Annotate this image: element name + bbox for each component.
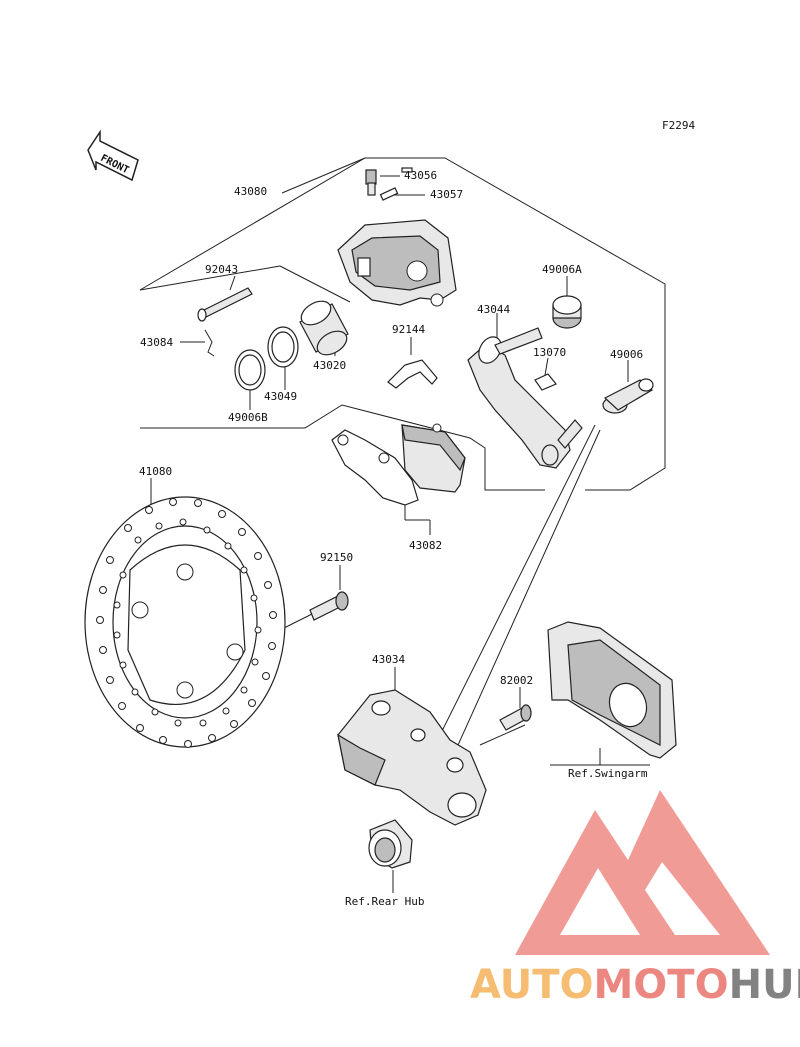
- caliper-body: [337, 219, 457, 307]
- bleeder-cap: [379, 187, 399, 201]
- mounting-bracket: [337, 689, 487, 826]
- watermark-auto: AUTO: [470, 962, 594, 1008]
- bracket-bolt: [499, 704, 532, 731]
- label-43082: 43082: [409, 539, 442, 552]
- label-92144: 92144: [392, 323, 425, 336]
- label-43044: 43044: [477, 303, 510, 316]
- label-ref-swingarm: Ref.Swingarm: [568, 767, 648, 780]
- caliper-pin: [197, 287, 253, 322]
- label-49006A: 49006A: [542, 263, 582, 276]
- disc-bolt: [309, 591, 349, 621]
- label-13070: 13070: [533, 346, 566, 359]
- label-41080: 41080: [139, 465, 172, 478]
- label-43056: 43056: [404, 169, 437, 182]
- label-43020: 43020: [313, 359, 346, 372]
- watermark-hub: HUB: [729, 962, 800, 1008]
- label-82002: 82002: [500, 674, 533, 687]
- svg-text:AUTOMOTOHUB: AUTOMOTOHUB: [470, 962, 800, 1008]
- brake-disc: [84, 496, 286, 748]
- label-92043: 92043: [205, 263, 238, 276]
- front-arrow-icon: FRONT: [87, 129, 139, 182]
- watermark-moto: MOTO: [594, 962, 729, 1008]
- pin-clip: [204, 329, 215, 357]
- watermark-triangle-icon: [515, 790, 770, 955]
- label-43049: 43049: [264, 390, 297, 403]
- label-43084: 43084: [140, 336, 173, 349]
- disc-vent-holes: [96, 498, 277, 748]
- label-ref-rear-hub: Ref.Rear Hub: [345, 895, 424, 908]
- pad-spring: [387, 359, 438, 389]
- label-43057: 43057: [430, 188, 463, 201]
- label-49006B: 49006B: [228, 411, 268, 424]
- label-49006: 49006: [610, 348, 643, 361]
- diagram-code: F2294: [662, 119, 695, 132]
- slide-pin-boot: [602, 378, 654, 414]
- rear-hub-reference: [368, 819, 413, 869]
- label-43034: 43034: [372, 653, 405, 666]
- bleeder-valve: [365, 167, 413, 196]
- caliper-bracket: [467, 327, 583, 469]
- retainer-clip: [534, 373, 557, 391]
- piston-seal: [267, 326, 299, 368]
- brake-pad-rear: [331, 429, 419, 506]
- dust-boot: [552, 295, 582, 329]
- swingarm-reference: [547, 621, 677, 759]
- automotohub-watermark-logo: AUTOMOTOHUB: [470, 790, 800, 1008]
- seal-ring: [234, 349, 266, 391]
- caliper-piston: [299, 300, 349, 356]
- brake-pad-front: [401, 423, 466, 493]
- label-92150: 92150: [320, 551, 353, 564]
- label-43080: 43080: [234, 185, 267, 198]
